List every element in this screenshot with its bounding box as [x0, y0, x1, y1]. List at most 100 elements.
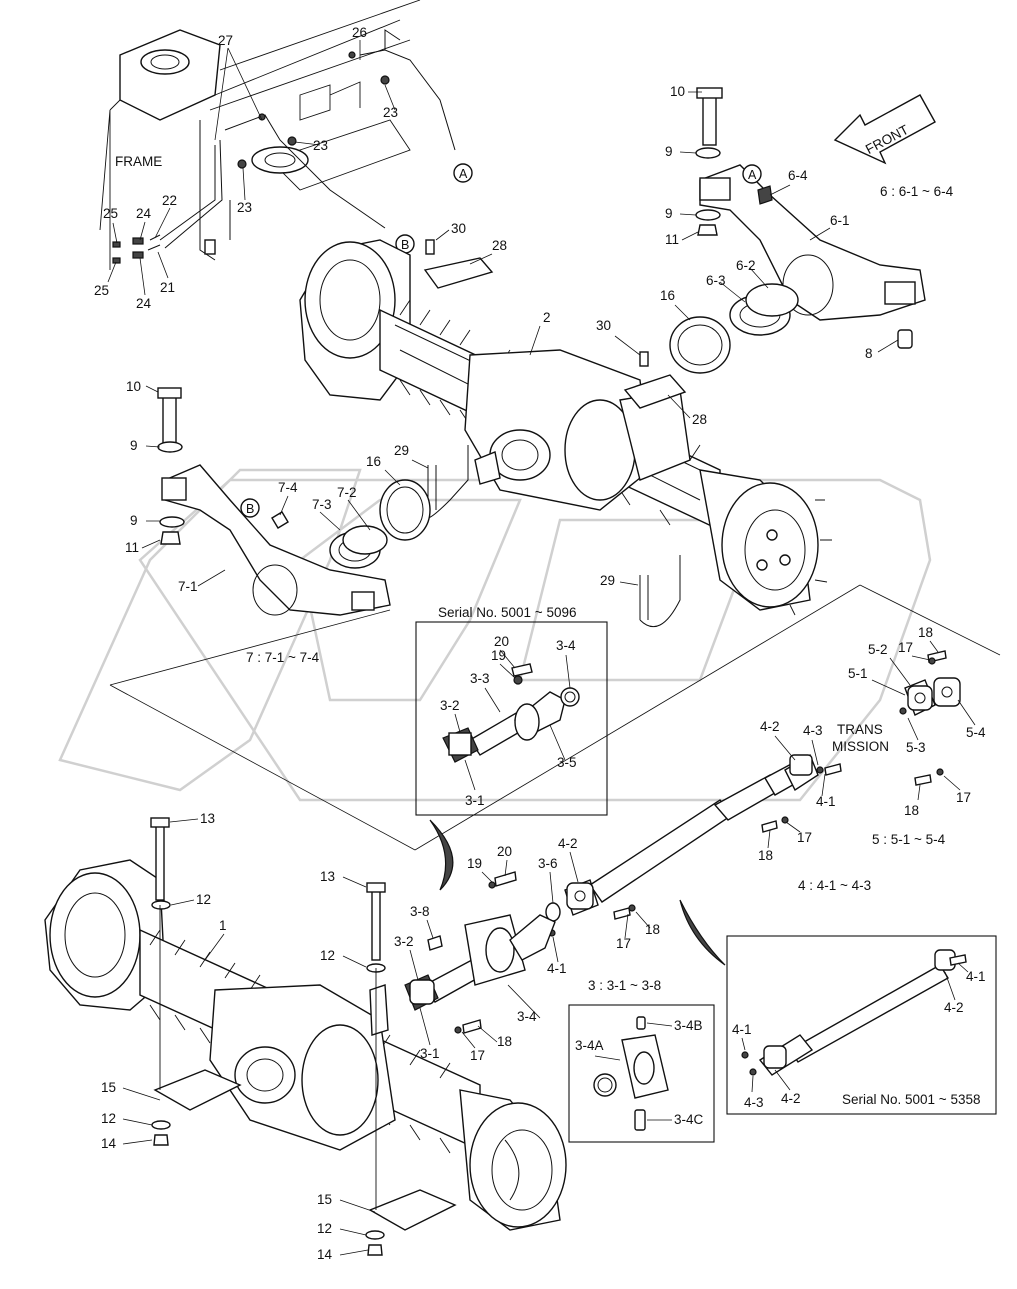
group-5-label: 5 : 5-1 ~ 5-4	[872, 832, 946, 847]
label-15-b: 15	[317, 1192, 332, 1207]
label-29-top: 29	[394, 443, 409, 458]
label-25a: 25	[103, 206, 118, 221]
label-28-top: 28	[492, 238, 507, 253]
front-shaft-3: 20 19 3-8 3-2 3 : 3-1 ~ 3-8 3-4 3-1 17 1…	[394, 819, 726, 1063]
label-13-b: 13	[320, 869, 335, 884]
rear-axle-labels: 2 30 28 30 28 29 29 16	[366, 221, 707, 588]
label-17-c: 17	[616, 936, 631, 951]
callout-b-left: B	[246, 502, 254, 516]
callout-b-top: B	[401, 238, 409, 252]
mission-label: MISSION	[832, 739, 889, 754]
front-arrow: FRONT	[833, 94, 936, 165]
label-5-4: 5-4	[966, 725, 986, 740]
label-17-mid: 17	[797, 830, 812, 845]
label-3-4-box: 3-4	[556, 638, 576, 653]
label-9-top: 9	[665, 144, 673, 159]
callout-a-right: A	[748, 168, 757, 182]
label-21: 21	[160, 280, 175, 295]
label-4-1-e: 4-1	[732, 1022, 752, 1037]
label-24a: 24	[136, 206, 152, 221]
label-7-4: 7-4	[278, 480, 298, 495]
label-4-1-b: 4-1	[547, 961, 567, 976]
label-12-b: 12	[320, 948, 335, 963]
frame-assembly	[99, 0, 473, 270]
label-12-c: 12	[101, 1111, 116, 1126]
label-23a: 23	[383, 105, 398, 120]
label-20-c: 20	[497, 844, 512, 859]
label-6-4: 6-4	[788, 168, 808, 183]
label-4-1-a: 4-1	[816, 794, 836, 809]
watermark	[58, 468, 932, 802]
label-7-2: 7-2	[337, 485, 357, 500]
label-4-3-e: 4-3	[744, 1095, 764, 1110]
label-6-3: 6-3	[706, 273, 726, 288]
label-8: 8	[865, 346, 873, 361]
label-3-8: 3-8	[410, 904, 430, 919]
label-18-r1: 18	[918, 625, 933, 640]
label-18-mid: 18	[758, 848, 773, 863]
label-17-d: 17	[470, 1048, 485, 1063]
rear-axle-support-6	[669, 87, 926, 374]
label-17-r2: 17	[956, 790, 971, 805]
label-19-c: 19	[467, 856, 482, 871]
label-3-4b: 3-4B	[674, 1018, 703, 1033]
coupler-5: 18 17 5-2 5-1 5-3 5-4 18 17 5 : 5-1 ~ 5-…	[832, 625, 986, 847]
front-support-labels: 10 9 9 11 B 7-4 7-2 7-3 7-1 7 : 7-1 ~ 7-…	[109, 379, 1001, 851]
front-axle-labels: 13 12 1 13 12 15 12 14 15 12 14	[101, 811, 376, 1262]
label-11-top: 11	[665, 232, 679, 247]
label-4-3-a: 4-3	[803, 723, 823, 738]
label-3-1-box: 3-1	[465, 793, 485, 808]
label-5-2: 5-2	[868, 642, 888, 657]
label-3-4c: 3-4C	[674, 1112, 704, 1127]
label-13-a: 13	[200, 811, 215, 826]
frame-labels: FRAME A B 27 26 23 23 23 22 21 24 24 25 …	[94, 25, 468, 311]
group-4-label: 4 : 4-1 ~ 4-3	[798, 878, 871, 893]
label-15-a: 15	[101, 1080, 116, 1095]
serial-label-5096: Serial No. 5001 ~ 5096	[438, 605, 576, 620]
label-11-left: 11	[125, 540, 139, 555]
label-18-d: 18	[497, 1034, 512, 1049]
label-29-mid: 29	[600, 573, 615, 588]
label-16-mid: 16	[366, 454, 381, 469]
label-3-3-box: 3-3	[470, 671, 490, 686]
label-18-c: 18	[645, 922, 660, 937]
label-3-4a: 3-4A	[575, 1038, 604, 1053]
label-4-2-d: 4-2	[944, 1000, 964, 1015]
label-3-2-c: 3-2	[394, 934, 414, 949]
label-12-d: 12	[317, 1221, 332, 1236]
serial-box-5096: Serial No. 5001 ~ 5096 20 19 3-4 3-3 3-2…	[415, 605, 608, 816]
label-25b: 25	[94, 283, 109, 298]
label-9-left2: 9	[130, 513, 138, 528]
label-19-box: 19	[491, 648, 506, 663]
label-9-left: 9	[130, 438, 138, 453]
label-6-1: 6-1	[830, 213, 850, 228]
label-4-2-e: 4-2	[781, 1091, 801, 1106]
front-axle-1	[44, 817, 567, 1256]
label-30-top: 30	[451, 221, 466, 236]
label-5-3: 5-3	[906, 740, 926, 755]
label-7-1: 7-1	[178, 579, 198, 594]
label-27: 27	[218, 33, 233, 48]
drive-shaft-4: 4-2 4-3 4-1 18 17 4 : 4-1 ~ 4-3 4-2 3-6 …	[538, 719, 871, 976]
frame-label: FRAME	[115, 154, 162, 169]
label-3-6: 3-6	[538, 856, 558, 871]
label-14-a: 14	[101, 1136, 117, 1151]
label-4-1-d: 4-1	[966, 969, 986, 984]
label-10-top: 10	[670, 84, 685, 99]
group-6-label: 6 : 6-1 ~ 6-4	[880, 184, 954, 199]
label-9-mid: 9	[665, 206, 673, 221]
group-7-label: 7 : 7-1 ~ 7-4	[246, 650, 320, 665]
serial-label-5358: Serial No. 5001 ~ 5358	[842, 1092, 980, 1107]
rear-axle-2	[299, 239, 832, 628]
rear-support-labels: 10 9 9 11 A 6-4 6 : 6-1 ~ 6-4 6-1 6-2 6-…	[660, 84, 954, 361]
group-3-label: 3 : 3-1 ~ 3-8	[588, 978, 661, 993]
label-2: 2	[543, 310, 551, 325]
front-axle-support-7	[157, 387, 391, 616]
label-1: 1	[219, 918, 227, 933]
label-28-mid: 28	[692, 412, 707, 427]
callout-a-top: A	[459, 167, 468, 181]
label-20-box: 20	[494, 634, 509, 649]
label-18-r2: 18	[904, 803, 919, 818]
label-14-b: 14	[317, 1247, 333, 1262]
